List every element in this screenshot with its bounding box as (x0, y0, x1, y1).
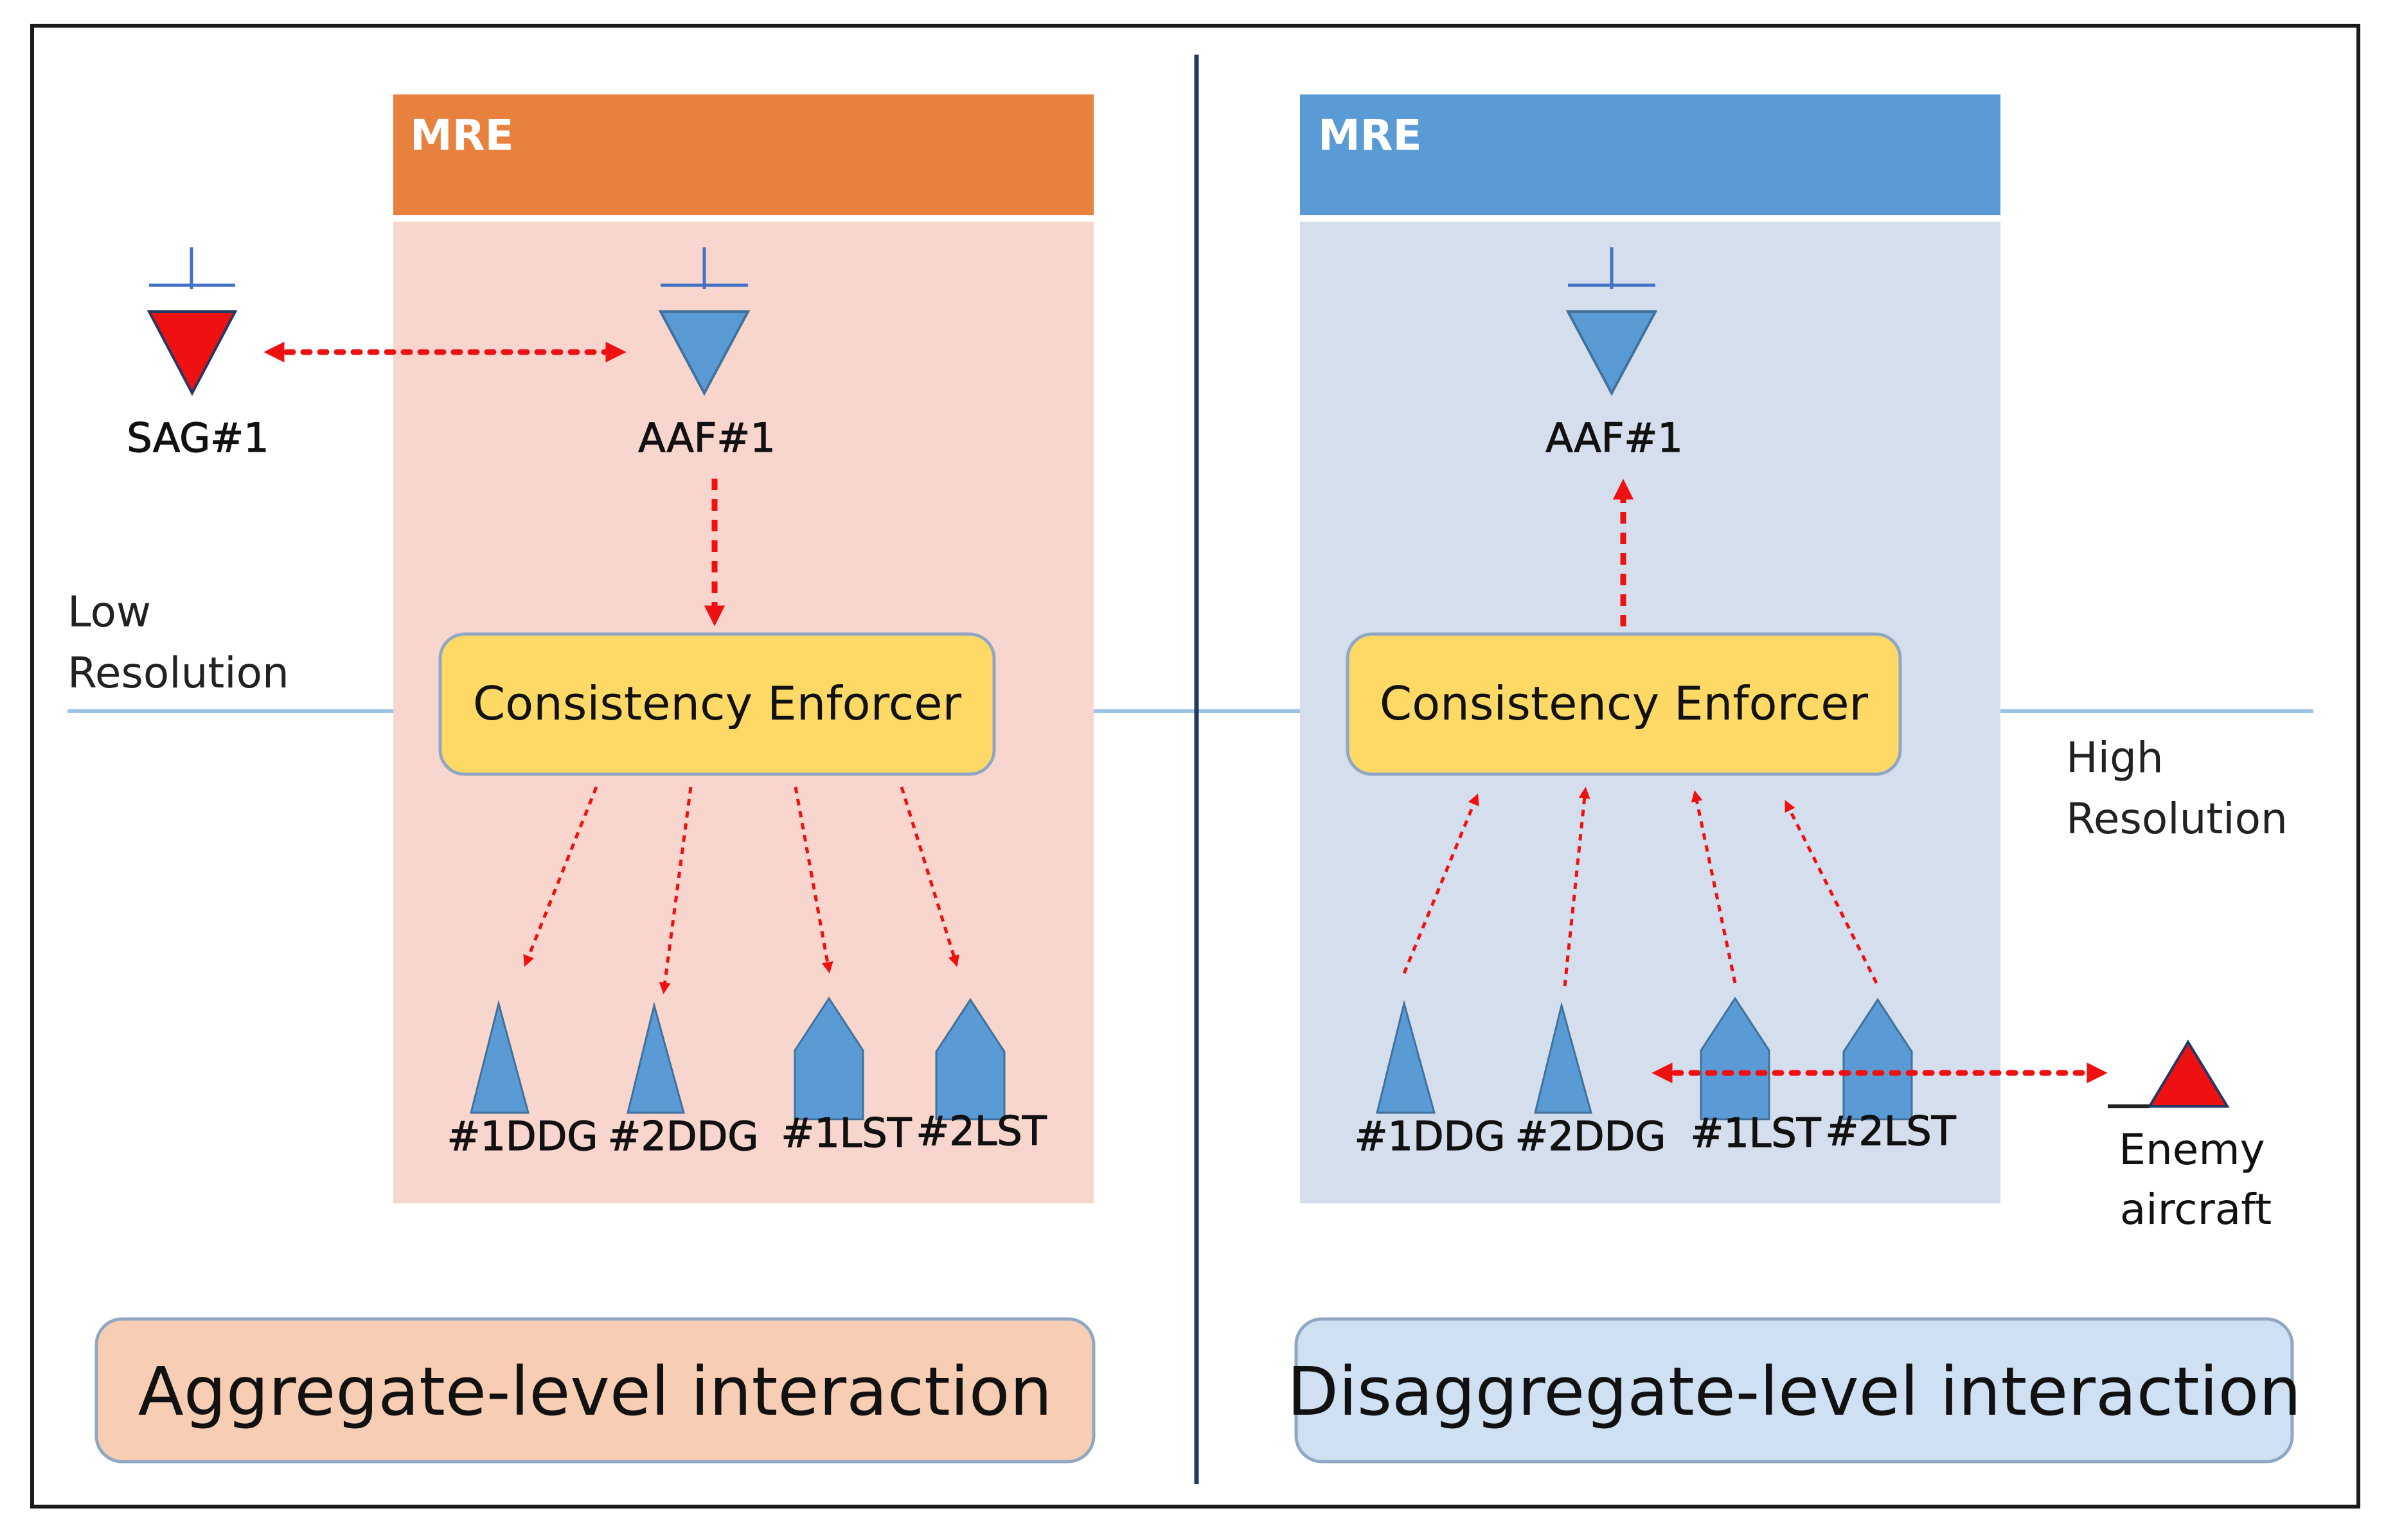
right-panel: MRE AAF#1 Consistency Enforcer #1DDG #2D… (1287, 94, 2301, 1464)
left-ddg1-ship-icon (470, 1000, 530, 1114)
left-unit-label: #1DDG (447, 1113, 598, 1160)
left-lst2-ship-icon (935, 998, 1006, 1120)
left-unit-label: #2LST (916, 1108, 1047, 1155)
right-lst2-ship-icon (1842, 998, 1913, 1120)
left-enforcer-to-unit-arrow (900, 786, 959, 968)
right-lst1-ship-icon (1700, 996, 1770, 1120)
left-mre-title: MRE (410, 111, 514, 160)
right-unit-to-enforcer-arrow (1563, 786, 1590, 987)
left-aaf-label: AAF#1 (638, 414, 776, 461)
left-consistency-enforcer-label: Consistency Enforcer (473, 677, 962, 730)
left-ddg2-ship-icon (627, 1002, 685, 1114)
right-unit-to-enforcer-arrow (1691, 790, 1737, 984)
disaggregate-interaction-label: Disaggregate-level interaction (1287, 1352, 2301, 1431)
low-resolution-label: Low (67, 587, 151, 637)
sag-force-icon (147, 247, 238, 396)
right-mre-header (1300, 94, 2000, 215)
right-unit-to-enforcer-arrow (1402, 793, 1479, 974)
high-resolution-label: Resolution (2066, 794, 2288, 844)
left-aaf-force-icon (658, 247, 751, 396)
right-mre-title: MRE (1318, 111, 1422, 160)
left-panel: MRE SAG#1 AAF#1 Consistency Enforcer (67, 94, 1096, 1464)
aggregate-interaction-box (94, 1317, 1096, 1464)
enemy-aircraft-icon (2108, 1040, 2230, 1108)
left-lst1-ship-icon (794, 996, 864, 1120)
right-ddg1-ship-icon (1376, 1000, 1436, 1114)
left-unit-label: #2DDG (608, 1113, 759, 1160)
right-unit-to-enforcer-arrow (1785, 800, 1878, 984)
enemy-aircraft-label: Enemy (2119, 1125, 2265, 1174)
sag-label: SAG#1 (127, 414, 269, 461)
left-unit-label: #1LST (781, 1110, 912, 1156)
right-aaf-label: AAF#1 (1545, 414, 1683, 461)
right-unit-label: #2LST (1825, 1108, 1956, 1155)
right-consistency-enforcer-box (1346, 632, 1902, 776)
right-unit-label: #2DDG (1515, 1113, 1666, 1160)
right-ddg2-ship-icon (1534, 1002, 1592, 1114)
low-resolution-label: Resolution (67, 648, 289, 698)
high-resolution-label: High (2066, 733, 2164, 783)
left-mre-header (393, 94, 1094, 215)
disaggregate-interaction-box (1294, 1317, 2294, 1464)
enemy-aircraft-label: aircraft (2120, 1185, 2272, 1234)
right-unit-label: #1DDG (1355, 1113, 1506, 1160)
left-consistency-enforcer-box (438, 632, 996, 776)
right-unit-label: #1LST (1690, 1110, 1821, 1156)
right-consistency-enforcer-label: Consistency Enforcer (1380, 677, 1869, 730)
left-enforcer-to-unit-arrow (659, 786, 693, 995)
right-aaf-force-icon (1565, 247, 1658, 396)
aggregate-interaction-label: Aggregate-level interaction (138, 1352, 1052, 1431)
